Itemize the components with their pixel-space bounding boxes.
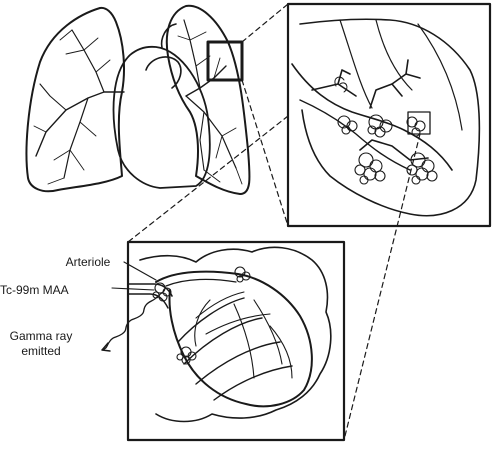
tracer-label: Tc-99m MAA [0,283,69,297]
left-bronchus-main [35,91,125,157]
alveoli-zoom-content [291,18,481,217]
gamma-ray-arrowhead [101,342,111,352]
alveoli-zoom-panel [286,2,492,228]
heart-outline [112,45,211,189]
left-bronchus-twigs [33,29,111,185]
right-bronchus-branch-1 [183,19,201,89]
gamma-ray-wave [101,295,159,351]
left-bronchus-branch-2 [63,97,89,179]
capillary-zoom-content [127,246,332,423]
left-bronchus-branch-3 [39,83,67,111]
connector-bottom [241,79,289,227]
connector-top [241,3,289,43]
heart-vessel-top [160,23,177,49]
right-bronchus-branch-3 [199,111,205,171]
tc99m-maa-particles [152,266,251,365]
right-bronchus-branch-2 [185,95,237,169]
capillary-zoom-panel [126,240,346,442]
arteriole-label: Arteriole [65,255,111,269]
connector-2-right [343,133,421,441]
arteriole-leader [123,261,157,281]
gamma-ray-label-line1: Gamma ray [9,329,73,343]
lung-detail-selection-box [206,40,244,82]
gamma-ray-label-line2: emitted [21,344,61,358]
heart-vessel-arch [145,56,182,89]
right-bronchus-main [185,65,227,97]
left-bronchus-branch-1 [71,29,105,93]
right-lung-outline [165,4,251,195]
right-bronchus-twigs [177,31,243,185]
tracer-leader [111,287,155,291]
connector-2-left [127,115,289,243]
alveoli-clusters [337,114,438,185]
left-lung-outline [25,6,125,193]
